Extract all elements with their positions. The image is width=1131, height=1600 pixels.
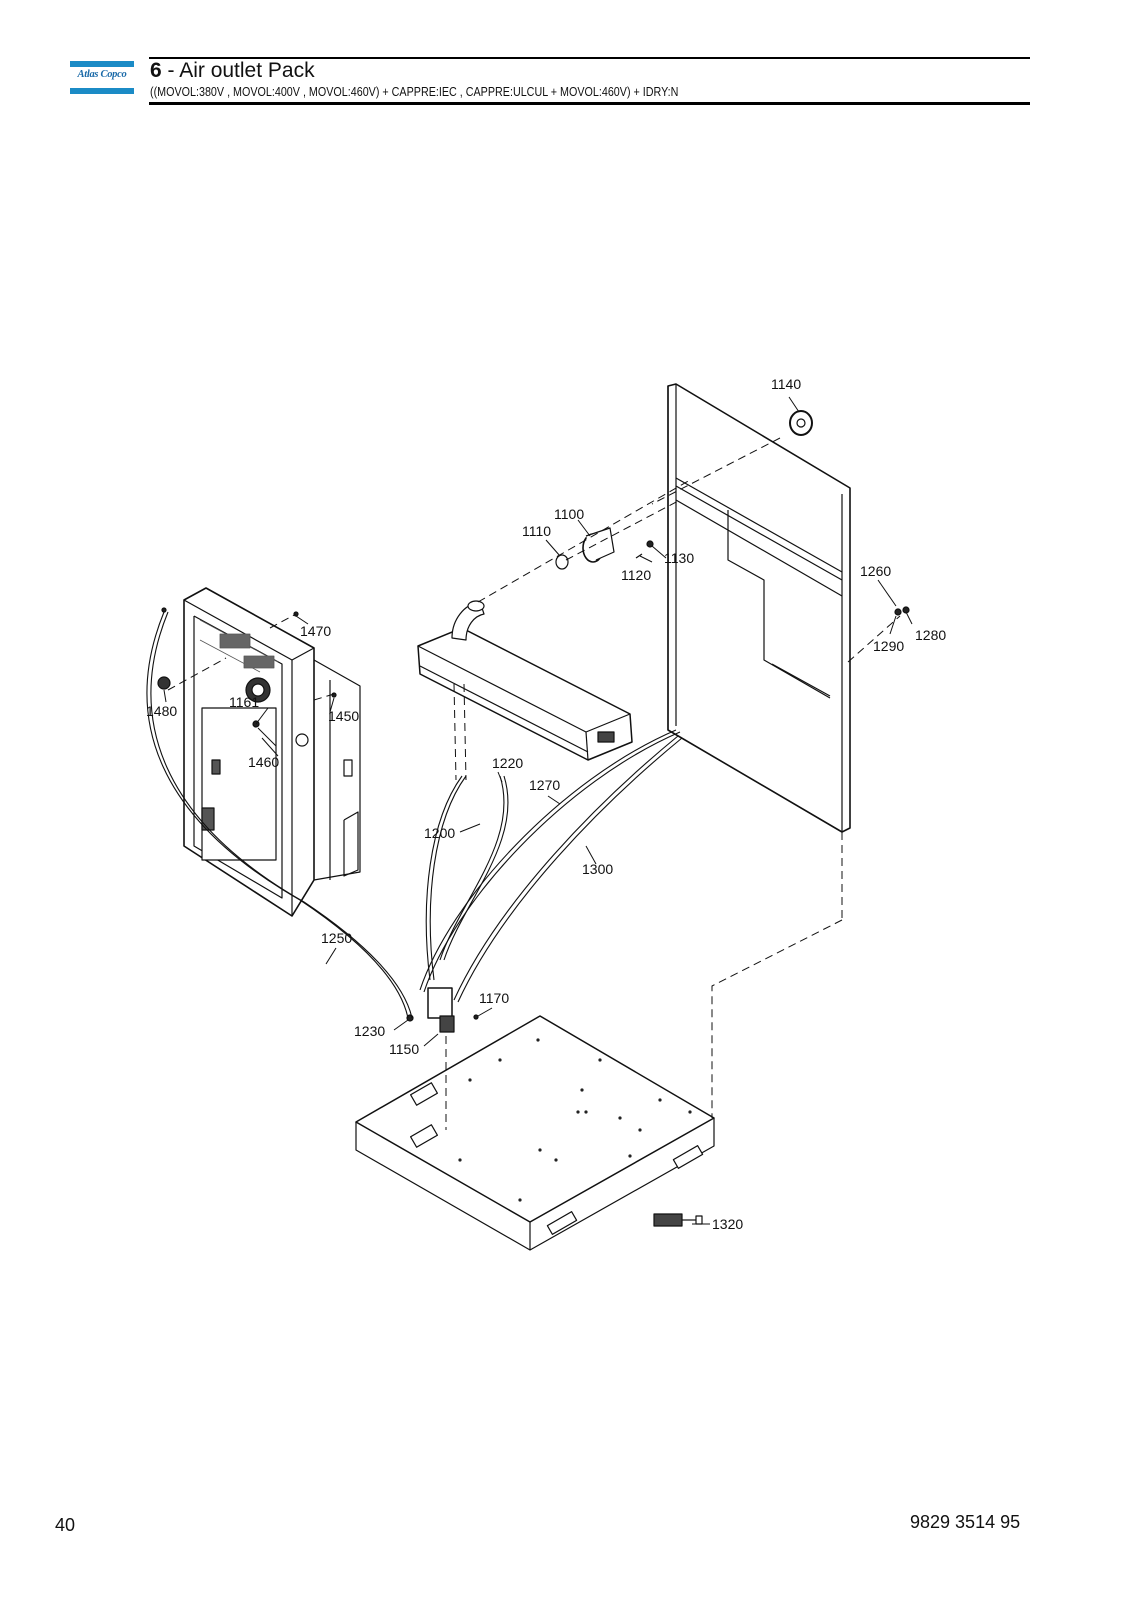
page-number: 40 [55, 1515, 76, 1535]
logo-top-bar [70, 61, 134, 67]
callout-1250: 1250 [321, 930, 352, 946]
atlas-copco-logo: Atlas Copco [70, 61, 134, 94]
callout-1480: 1480 [146, 703, 177, 719]
callout-1220: 1220 [492, 755, 523, 771]
callout-1110: 1110 [522, 523, 551, 539]
callout-1270: 1270 [529, 777, 560, 793]
document-number: 9829 3514 95 [910, 1512, 1021, 1532]
header-top-rule [149, 57, 1030, 59]
callout-1470: 1470 [300, 623, 331, 639]
leader-lines [163, 396, 913, 1225]
callout-1200: 1200 [424, 825, 455, 841]
callout-1140: 1140 [771, 376, 801, 392]
callout-1161: 1161 [229, 694, 259, 710]
callout-1300: 1300 [582, 861, 613, 877]
callout-1260: 1260 [860, 563, 891, 579]
callout-labels: 1140 1100 1110 1120 1130 1260 1280 1290 … [146, 376, 946, 1232]
assembly-lines [167, 437, 901, 1130]
callout-1120: 1120 [621, 567, 651, 583]
electrical-cabinet [183, 587, 361, 917]
side-panel [667, 383, 851, 833]
callout-1280: 1280 [915, 627, 946, 643]
page-title: 6 - Air outlet Pack [150, 58, 315, 84]
page-subtitle: ((MOVOL:380V , MOVOL:400V , MOVOL:460V) … [150, 85, 679, 99]
callout-1290: 1290 [873, 638, 904, 654]
callout-1170: 1170 [479, 990, 509, 1006]
callout-1460: 1460 [248, 754, 279, 770]
title-separator: - [161, 59, 180, 82]
hoses [146, 611, 683, 1019]
section-title: Air outlet Pack [179, 59, 315, 82]
callout-1450: 1450 [328, 708, 359, 724]
small-parts [157, 410, 910, 1227]
callout-1100: 1100 [554, 506, 584, 522]
callout-1230: 1230 [354, 1023, 385, 1039]
callout-1150: 1150 [389, 1041, 419, 1057]
logo-bottom-bar [70, 88, 134, 94]
callout-1130: 1130 [664, 550, 694, 566]
header-bottom-rule [149, 102, 1030, 105]
callout-1320: 1320 [712, 1216, 743, 1232]
base-plate [355, 1015, 715, 1251]
section-number: 6 [150, 59, 162, 82]
logo-wordmark: Atlas Copco [77, 69, 127, 80]
outlet-duct-box [417, 600, 633, 761]
